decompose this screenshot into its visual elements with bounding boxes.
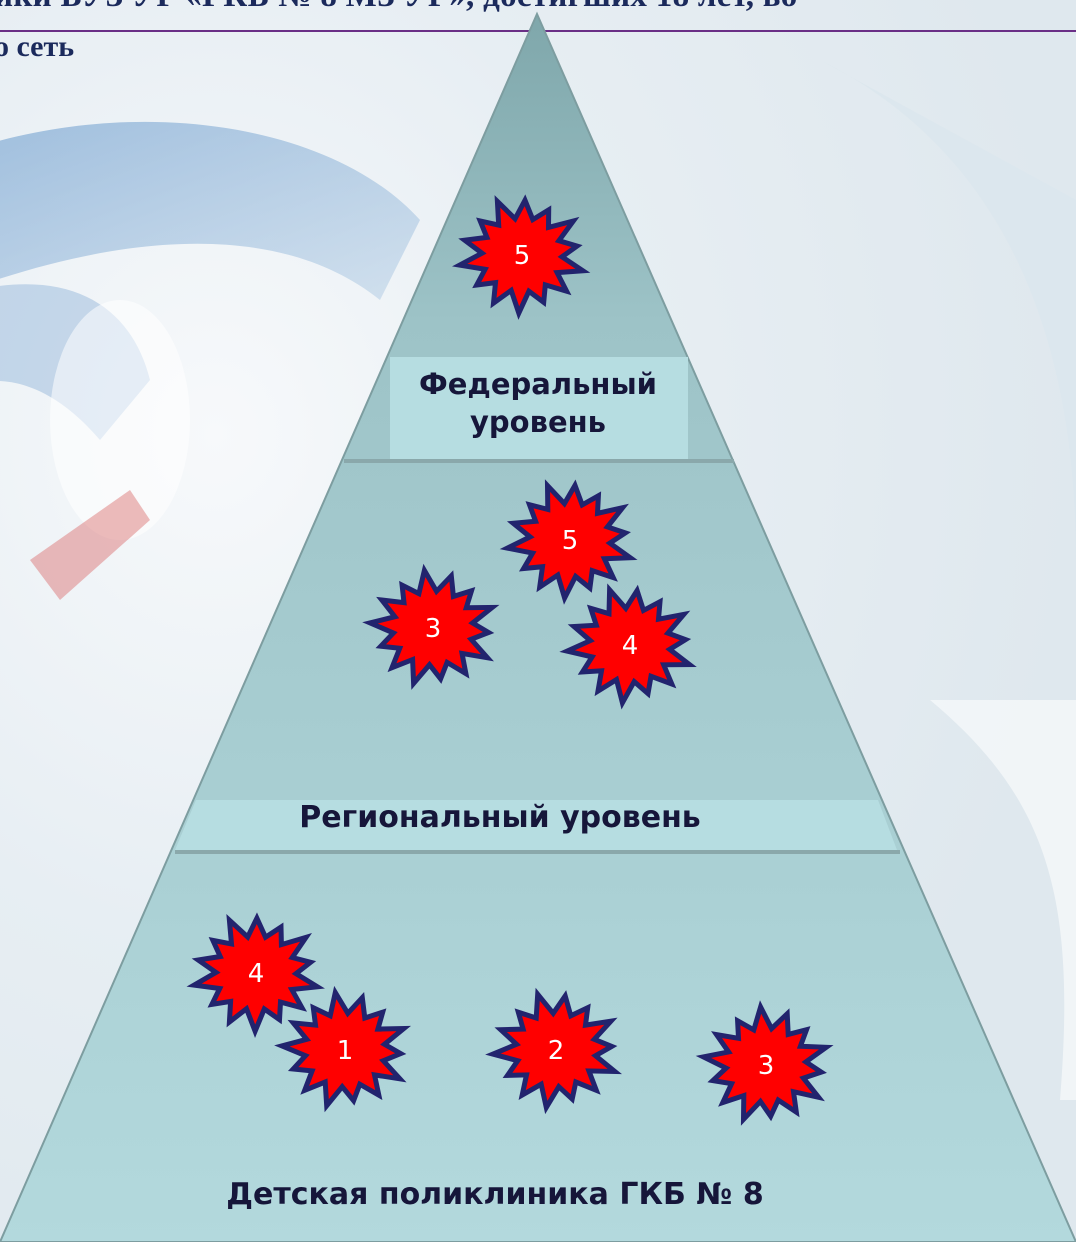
star-number: 4 (248, 959, 265, 989)
star-number: 1 (337, 1036, 354, 1066)
star-number: 2 (548, 1036, 565, 1066)
star-number: 3 (425, 614, 442, 644)
star-number: 4 (622, 631, 639, 661)
star-number: 5 (514, 241, 531, 271)
level-label-federal: Федеральный уровень (388, 365, 688, 441)
star-number: 3 (758, 1051, 775, 1081)
level-label-clinic: Детская поликлиника ГКБ № 8 (60, 1177, 930, 1212)
level-label-federal-line-1: Федеральный (388, 365, 688, 403)
level-label-federal-line-2: уровень (388, 403, 688, 441)
star-number: 5 (562, 526, 579, 556)
level-label-regional: Региональный уровень (200, 800, 800, 835)
